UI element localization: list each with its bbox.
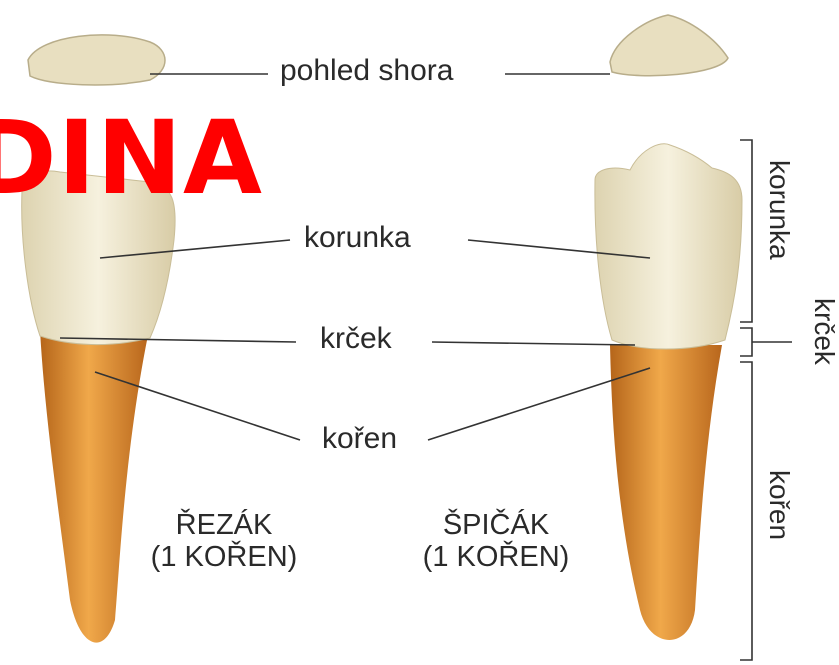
canine-crown	[595, 144, 742, 349]
caption-incisor: ŘEZÁK (1 KOŘEN)	[124, 510, 324, 574]
label-top-view: pohled shora	[280, 56, 453, 86]
incisor-top-view	[28, 35, 165, 85]
side-label-crown: korunka	[765, 160, 793, 260]
label-crown: korunka	[304, 223, 411, 253]
label-root: kořen	[322, 424, 397, 454]
caption-canine: ŠPIČÁK (1 KOŘEN)	[396, 510, 596, 574]
caption-canine-roots: (1 KOŘEN)	[396, 542, 596, 574]
caption-incisor-roots: (1 KOŘEN)	[124, 542, 324, 574]
label-neck: krček	[320, 324, 392, 354]
overlay-watermark-text: DINA	[0, 108, 263, 210]
canine-top-view	[610, 15, 728, 76]
incisor-root	[40, 330, 148, 643]
caption-incisor-name: ŘEZÁK	[124, 510, 324, 542]
side-label-root: kořen	[765, 470, 793, 540]
canine-root	[610, 345, 722, 640]
side-label-neck: krček	[810, 298, 838, 365]
caption-canine-name: ŠPIČÁK	[396, 510, 596, 542]
